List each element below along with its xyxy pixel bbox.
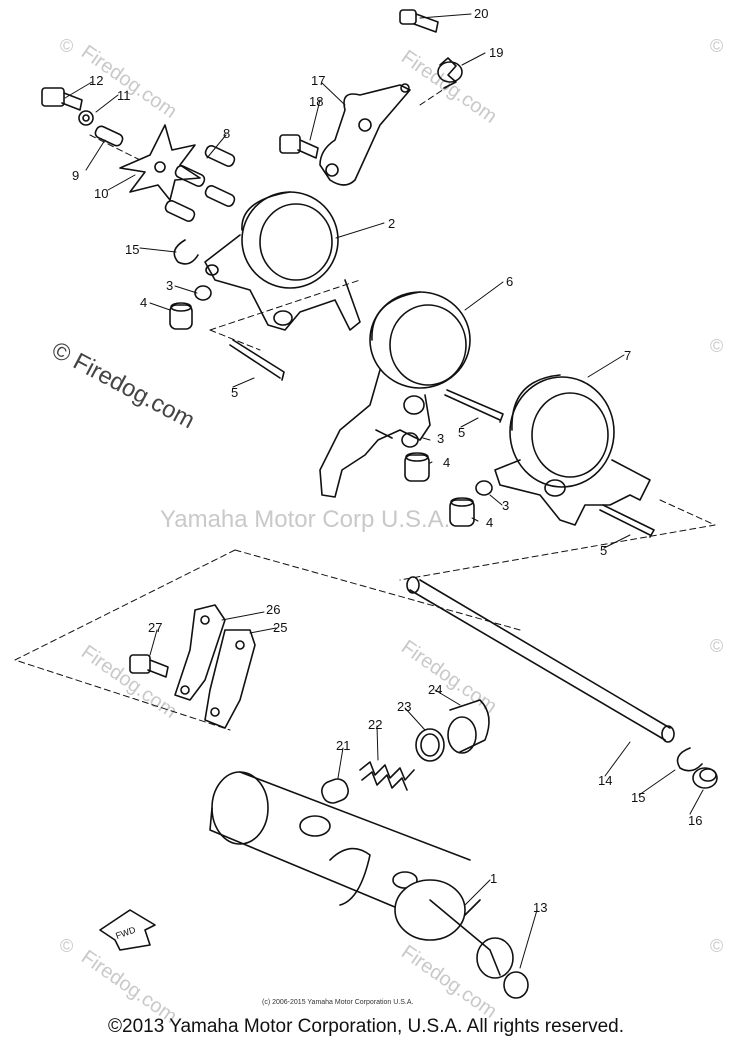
- watermark-symbol: ©: [710, 636, 723, 656]
- cotter-pins: [229, 339, 655, 538]
- callout-15-top: 15: [125, 242, 139, 257]
- callout-17: 17: [311, 73, 325, 88]
- callout-23: 23: [397, 699, 411, 714]
- callout-5-b: 5: [458, 425, 465, 440]
- callout-labels: 2 6 7 8 9 10 11 12 15 3 4 5 5 5 3 4 3 4 …: [72, 6, 702, 1006]
- callout-9: 9: [72, 168, 79, 183]
- watermark-symbol: ©: [710, 936, 723, 956]
- guide-pins: [94, 125, 236, 222]
- callout-19: 19: [489, 45, 503, 60]
- callout-6: 6: [506, 274, 513, 289]
- callout-1: 1: [490, 871, 497, 886]
- shift-fork-2: [204, 191, 361, 331]
- fork-roller-parts: [169, 285, 493, 527]
- detent-parts: [321, 699, 490, 804]
- callout-27: 27: [148, 620, 162, 635]
- callout-5-c: 5: [600, 543, 607, 558]
- callout-15-bottom: 15: [631, 790, 645, 805]
- callout-4-c: 4: [486, 515, 493, 530]
- watermark-site: © Firedog.com: [47, 336, 199, 434]
- copyright-notice: ©2013 Yamaha Motor Corporation, U.S.A. A…: [108, 1016, 624, 1037]
- callout-4-a: 4: [140, 295, 147, 310]
- bolt-12: [41, 87, 94, 126]
- circlip-bottom: [676, 747, 703, 772]
- watermark-symbol: ©: [710, 36, 723, 56]
- callout-14: 14: [598, 773, 612, 788]
- callout-18: 18: [309, 94, 323, 109]
- watermark-company: Yamaha Motor Corp U.S.A.: [160, 506, 450, 533]
- callout-8: 8: [223, 126, 230, 141]
- watermark-site-faded: Firedog.com: [397, 941, 501, 1023]
- callout-20: 20: [474, 6, 488, 21]
- callout-5-a: 5: [231, 385, 238, 400]
- stopper-spring-and-bolt: [399, 9, 463, 89]
- callout-12: 12: [89, 73, 103, 88]
- callout-4-b: 4: [443, 455, 450, 470]
- cap-16: [692, 767, 718, 789]
- watermark-symbol: ©: [60, 36, 73, 56]
- assembly-guide-lines: [14, 84, 716, 731]
- callout-2: 2: [388, 216, 395, 231]
- callout-26: 26: [266, 602, 280, 617]
- callout-3-b: 3: [437, 431, 444, 446]
- callout-25: 25: [273, 620, 287, 635]
- stopper-lever: [279, 83, 411, 186]
- shift-fork-7: [494, 374, 651, 526]
- callout-22: 22: [368, 717, 382, 732]
- callout-3-c: 3: [502, 498, 509, 513]
- watermark-site-faded: Firedog.com: [77, 641, 181, 723]
- callout-21: 21: [336, 738, 350, 753]
- callout-7: 7: [624, 348, 631, 363]
- callout-16: 16: [688, 813, 702, 828]
- callout-3-a: 3: [166, 278, 173, 293]
- forward-arrow: [99, 909, 156, 951]
- callout-11: 11: [117, 88, 131, 103]
- watermark-symbol: ©: [710, 336, 723, 356]
- segment-plates: [129, 604, 256, 729]
- small-copyright: (c) 2006-2015 Yamaha Motor Corporation U…: [262, 999, 414, 1006]
- callout-10: 10: [94, 186, 108, 201]
- callout-24: 24: [428, 682, 442, 697]
- shift-guide-shaft: [406, 576, 675, 743]
- shift-drum: [209, 771, 529, 999]
- callout-13: 13: [533, 900, 547, 915]
- watermark-symbol: ©: [60, 936, 73, 956]
- shift-star-segment: [119, 124, 201, 201]
- circlip-top: [173, 239, 199, 265]
- shift-fork-6: [319, 291, 471, 498]
- leader-lines: [64, 13, 704, 969]
